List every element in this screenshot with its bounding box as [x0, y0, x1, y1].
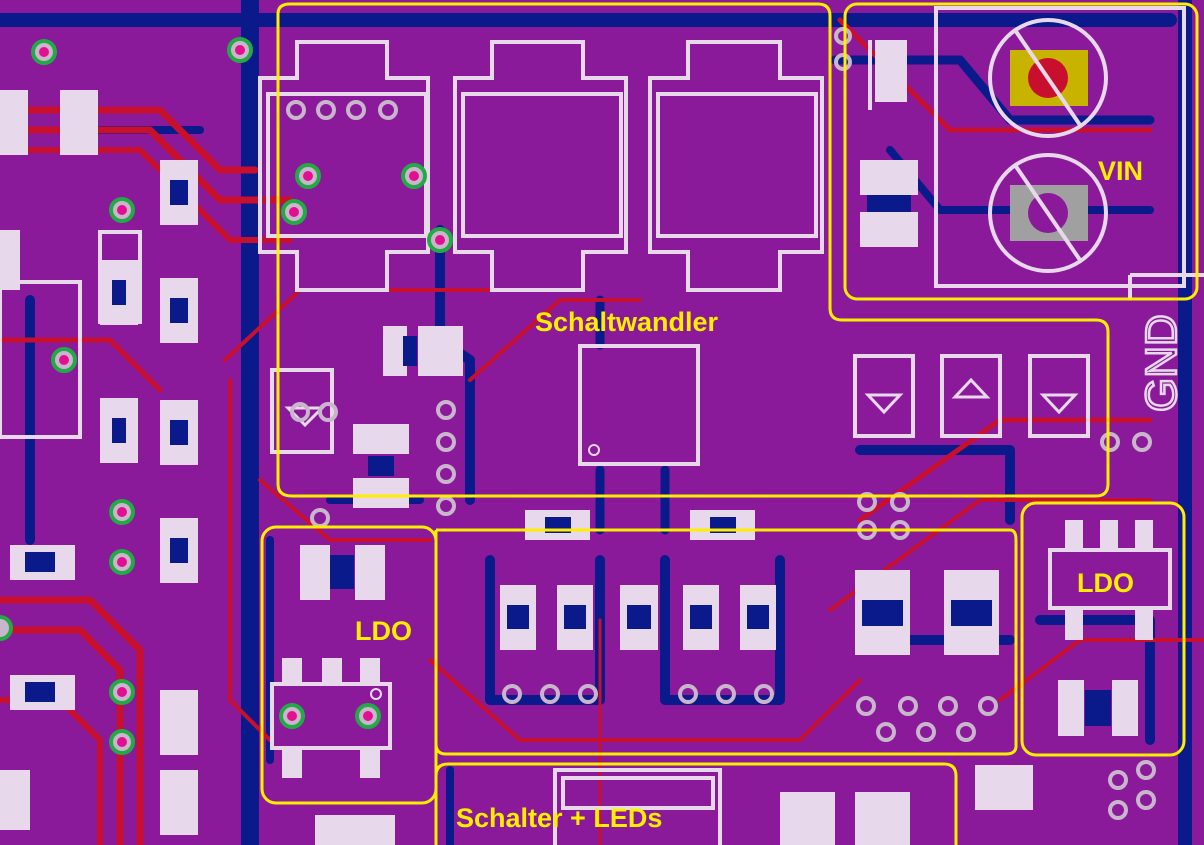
ldo-left-label: LDO: [355, 616, 412, 646]
ldo-left-section-outline: [260, 525, 438, 805]
ldo-right-section-outline: [1020, 501, 1186, 757]
silkscreen: [0, 6, 1204, 845]
vias: [0, 37, 600, 755]
smd-pads: [0, 40, 1153, 845]
schalter-leds-outline: [434, 762, 958, 845]
inductor-outline-1: [258, 40, 430, 292]
ldo-right-label: LDO: [1077, 568, 1134, 598]
drill-pads: [286, 27, 1156, 820]
section-labels: Schaltwandler VIN LDO LDO Schalter + LED…: [355, 156, 1143, 833]
inductor-outline-2: [453, 40, 628, 292]
inductor-outline-3: [648, 40, 824, 292]
power-module-outline: [434, 528, 1018, 756]
converter-ic-outline: [578, 344, 700, 466]
vin-outline: [843, 2, 1199, 301]
section-outlines: [260, 2, 1199, 845]
schaltwandler-label: Schaltwandler: [535, 307, 719, 337]
gnd-label: GND: [1137, 314, 1186, 412]
terminal-pads: [988, 18, 1108, 273]
schalter-leds-label: Schalter + LEDs: [456, 803, 662, 833]
vin-label: VIN: [1098, 156, 1143, 186]
pad-cutouts: [25, 180, 1111, 726]
schaltwandler-outline: [276, 2, 1110, 498]
terminal-block-outline: [934, 6, 1186, 288]
switch-outline: [553, 768, 722, 845]
